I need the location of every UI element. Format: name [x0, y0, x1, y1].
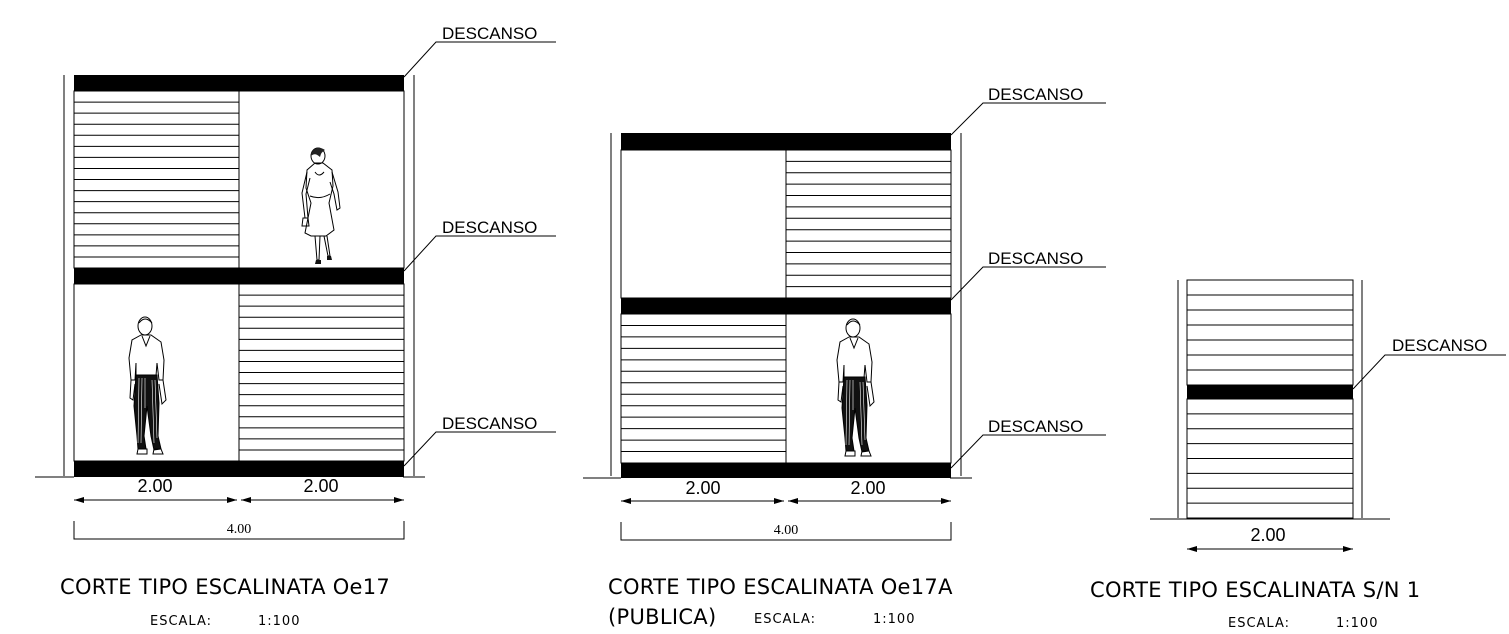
- step-lines: [621, 324, 786, 453]
- total-dimension-line: [73, 521, 405, 540]
- step-lines: [239, 294, 404, 451]
- landing-slab-middle: [621, 298, 951, 314]
- step-lines: [74, 101, 239, 258]
- step-lines: [1187, 413, 1353, 504]
- step-lines: [786, 160, 951, 288]
- scale-label: ESCALA:: [754, 612, 816, 627]
- total-dimension-label: 4.00: [774, 523, 799, 538]
- dimension-label: 2.00: [1250, 525, 1285, 545]
- descanso-label: DESCANSO: [1392, 336, 1487, 355]
- scale-label: ESCALA:: [1228, 616, 1290, 631]
- dimension-label: 2.00: [850, 478, 885, 498]
- descanso-leader: [950, 266, 1106, 301]
- scale-value: 1:100: [873, 612, 915, 627]
- descanso-leader: [403, 41, 556, 78]
- section-oe17a: DESCANSO DESCANSO DESCANSO 2.00 2.00 4.0…: [583, 85, 1106, 629]
- man-figure-icon: [836, 318, 875, 457]
- dimension-label: 2.00: [685, 478, 720, 498]
- descanso-label: DESCANSO: [442, 218, 537, 237]
- descanso-label: DESCANSO: [988, 417, 1083, 436]
- landing-slab-top: [621, 133, 951, 150]
- section-oe17: DESCANSO DESCANSO DESCANSO 2.00 2.00 4.0…: [35, 24, 556, 629]
- descanso-leader: [403, 431, 556, 467]
- woman-figure-icon: [301, 147, 341, 265]
- descanso-label: DESCANSO: [442, 24, 537, 43]
- landing-slab-top: [74, 75, 404, 91]
- scale-label: ESCALA:: [150, 614, 212, 629]
- dimension-label: 2.00: [303, 476, 338, 496]
- section-title: CORTE TIPO ESCALINATA Oe17A: [608, 575, 953, 599]
- descanso-leader: [950, 102, 1106, 136]
- landing-slab-middle: [74, 268, 404, 284]
- descanso-label: DESCANSO: [442, 414, 537, 433]
- section-title: CORTE TIPO ESCALINATA S/N 1: [1090, 578, 1420, 602]
- step-lines: [1187, 294, 1353, 371]
- descanso-leader: [403, 235, 556, 272]
- man-figure-icon: [128, 316, 167, 455]
- scale-value: 1:100: [1336, 616, 1378, 631]
- descanso-label: DESCANSO: [988, 249, 1083, 268]
- section-title-line2: (PUBLICA): [608, 605, 716, 629]
- scale-value: 1:100: [258, 614, 300, 629]
- total-dimension-label: 4.00: [227, 522, 252, 537]
- dimension-label: 2.00: [137, 476, 172, 496]
- descanso-leader: [1352, 354, 1506, 390]
- descanso-leader: [950, 434, 1106, 469]
- landing-slab-middle: [1187, 385, 1353, 399]
- descanso-label: DESCANSO: [988, 85, 1083, 104]
- stair-flight-frame: [1186, 279, 1354, 386]
- landing-slab-bottom: [621, 463, 951, 478]
- total-dimension-line: [620, 522, 952, 541]
- landing-slab-bottom: [74, 461, 404, 477]
- section-sn1: DESCANSO 2.00 CORTE TIPO ESCALINATA S/N …: [1090, 279, 1506, 631]
- section-title: CORTE TIPO ESCALINATA Oe17: [60, 575, 390, 599]
